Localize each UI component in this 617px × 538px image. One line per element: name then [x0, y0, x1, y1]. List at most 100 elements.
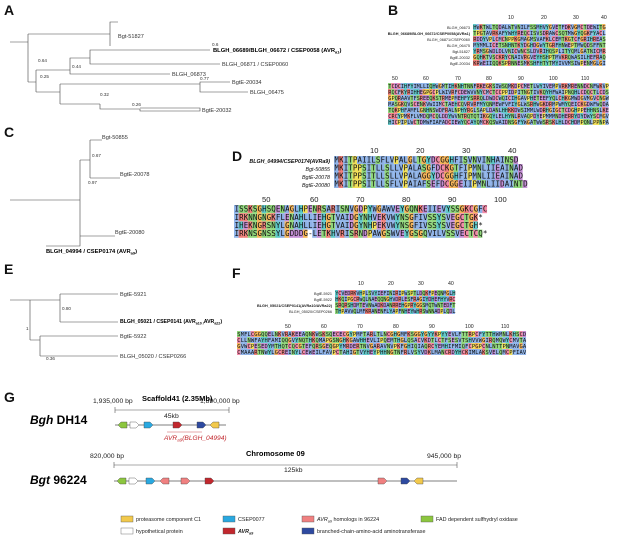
residue-cell	[444, 101, 448, 107]
residue-cell	[362, 229, 368, 238]
residue-glyph: S	[502, 84, 505, 90]
residue-glyph: C	[558, 96, 561, 102]
residue-glyph: H	[574, 90, 577, 96]
residue-glyph: M	[524, 61, 528, 67]
residue-cell	[338, 290, 342, 296]
residue-cell	[495, 180, 500, 188]
residue-glyph: K	[511, 84, 515, 90]
residue-cell	[393, 156, 399, 164]
residue-glyph: Q	[505, 84, 508, 90]
residue-glyph: A	[524, 37, 528, 43]
residue-glyph: G	[517, 37, 520, 43]
residue-cell	[589, 95, 593, 101]
residue-glyph: G	[267, 213, 272, 222]
residue-glyph: K	[465, 205, 470, 214]
residue-cell	[459, 205, 465, 214]
residue-cell	[422, 308, 426, 314]
residue-cell	[495, 343, 499, 349]
residue-glyph: A	[343, 350, 347, 356]
residue-glyph: K	[473, 61, 477, 67]
residue-glyph: T	[417, 155, 422, 164]
residue-glyph: S	[368, 291, 371, 297]
residue-cell	[389, 172, 394, 180]
residue-glyph: L	[248, 332, 252, 338]
residue-glyph: P	[336, 344, 340, 350]
residue-cell	[277, 349, 282, 355]
residue-glyph: I	[511, 96, 514, 102]
residue-glyph: C	[483, 205, 488, 214]
alignment-b: BLGH_06673 BLGH_06689/BLGH_06672/CSEP005…	[388, 15, 610, 126]
residue-glyph: W	[486, 25, 490, 31]
residue-cell	[564, 36, 568, 42]
residue-cell	[396, 337, 401, 343]
residue-cell	[350, 296, 354, 302]
residue-glyph: H	[368, 213, 373, 222]
residue-glyph: T	[587, 49, 591, 55]
residue-glyph: P	[483, 108, 487, 114]
residue-cell	[554, 107, 559, 113]
residue-cell	[298, 229, 304, 238]
residue-glyph: C	[336, 350, 339, 356]
residue-cell	[548, 24, 552, 30]
residue-cell	[441, 113, 445, 119]
residue-cell	[510, 48, 514, 54]
residue-cell	[321, 229, 327, 238]
residue-cell	[330, 221, 336, 230]
residue-glyph: M	[555, 55, 559, 61]
residue-cell	[539, 24, 543, 30]
residue-cell	[510, 95, 515, 101]
residue-cell	[419, 296, 423, 302]
residue-cell	[481, 156, 486, 164]
residue-glyph: E	[590, 25, 593, 31]
residue-glyph: E	[496, 171, 501, 180]
residue-cell	[441, 349, 445, 355]
residue-cell	[369, 331, 374, 337]
residue-cell	[240, 343, 244, 349]
residue-cell	[338, 302, 342, 308]
residue-cell	[374, 302, 378, 308]
residue-cell	[412, 164, 417, 172]
residue-glyph: E	[451, 102, 454, 108]
residue-glyph: Q	[271, 205, 276, 214]
gene-arrow	[143, 421, 154, 429]
residue-cell	[439, 164, 445, 172]
residue-glyph: Y	[295, 338, 299, 344]
residue-glyph: H	[404, 84, 407, 90]
residue-glyph: M	[420, 114, 424, 120]
residue-glyph: V	[426, 102, 430, 108]
residue-cell	[353, 213, 359, 222]
residue-cell	[501, 89, 505, 95]
residue-cell	[335, 331, 340, 337]
residue-glyph: V	[458, 338, 462, 344]
residue-glyph: C	[391, 84, 394, 90]
residue-cell	[421, 172, 427, 180]
residue-glyph: V	[356, 291, 360, 297]
residue-glyph: R	[464, 114, 468, 120]
residue-glyph: R	[346, 344, 350, 350]
residue-cell	[554, 89, 559, 95]
residue-cell	[399, 229, 405, 238]
residue-glyph: K	[499, 55, 503, 61]
residue-cell	[247, 229, 253, 238]
residue-glyph: R	[428, 344, 432, 350]
residue-cell	[495, 95, 499, 101]
residue-glyph: V	[516, 344, 520, 350]
residue-cell	[504, 36, 508, 42]
residue-cell	[551, 89, 555, 95]
ruler-tick: 40	[601, 15, 607, 21]
residue-cell	[558, 107, 562, 113]
residue-cell	[586, 30, 590, 36]
residue-cell	[350, 290, 354, 296]
residue-glyph: D	[511, 90, 514, 96]
residue-glyph: Q	[428, 303, 431, 309]
residue-glyph: D	[363, 229, 368, 238]
residue-cell	[495, 24, 499, 30]
ruler-tick: 90	[429, 324, 435, 330]
residue-cell	[238, 213, 244, 222]
residue-cell	[495, 48, 499, 54]
residue-cell	[476, 172, 482, 180]
residue-glyph: G	[580, 96, 583, 102]
residue-cell	[488, 119, 492, 125]
residue-glyph: L	[562, 120, 566, 126]
